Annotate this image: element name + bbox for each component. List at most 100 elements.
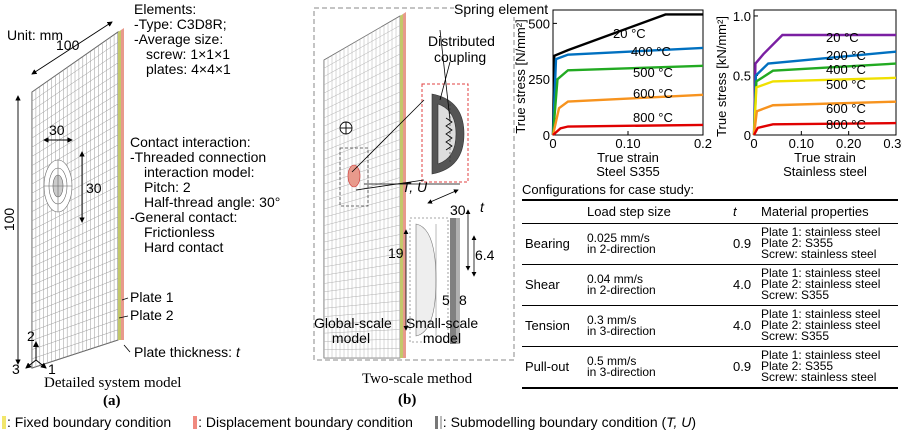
dim-t-b: t bbox=[480, 200, 484, 215]
panel-a-drawing bbox=[15, 21, 131, 369]
series-label: 600 °C bbox=[826, 101, 866, 116]
case-name: Bearing bbox=[522, 223, 584, 265]
load-step-line: 0.3 mm/s bbox=[587, 312, 637, 327]
contact-line: Pitch: 2 bbox=[144, 179, 191, 195]
legend-fixed-text: : Fixed boundary condition bbox=[7, 414, 172, 430]
dim-100-height: 100 bbox=[1, 207, 18, 232]
load-step-line: in 2-direction bbox=[587, 241, 656, 256]
panel-b-drawing bbox=[313, 7, 515, 361]
contact-line: Hard contact bbox=[144, 239, 224, 255]
y-tick-label: 500 bbox=[528, 16, 550, 31]
series-label: 400 °C bbox=[826, 62, 866, 77]
series-label: 20 °C bbox=[613, 26, 646, 41]
case-name: Pull-out bbox=[522, 346, 584, 389]
load-step-line: in 3-direction bbox=[587, 364, 656, 379]
legend-submodel-text: : Submodelling boundary condition ( bbox=[442, 414, 667, 430]
legend-submodel-var: T, U bbox=[666, 414, 692, 430]
small-scale-line: Small-scale bbox=[405, 315, 479, 331]
elements-line: -Average size: bbox=[134, 31, 224, 47]
dim-30-hole-height: 30 bbox=[86, 180, 102, 196]
small-scale-line: model bbox=[422, 330, 462, 346]
case-name: Shear bbox=[522, 264, 584, 306]
load-step-line: 0.04 mm/s bbox=[587, 271, 644, 286]
material-line: Plate 1: stainless steel bbox=[761, 225, 881, 239]
legend-fixed: : Fixed boundary condition bbox=[2, 414, 171, 430]
material-line: Screw: S355 bbox=[761, 288, 830, 302]
series-line bbox=[752, 76, 897, 136]
plate-2-label: Plate 2 bbox=[130, 307, 174, 323]
axis-2-label: 2 bbox=[27, 328, 35, 344]
x-axis-label: True strain bbox=[597, 150, 659, 165]
legend-displacement: : Displacement boundary condition bbox=[193, 414, 413, 430]
y-tick-label: 0 bbox=[744, 128, 751, 143]
plate-thickness-text: Plate thickness: bbox=[134, 344, 236, 360]
series-line bbox=[752, 33, 896, 136]
x-tick-label: 0.20 bbox=[836, 136, 861, 151]
load-step-line: 0.5 mm/s bbox=[587, 353, 637, 368]
legend-submodel: : Submodelling boundary condition (T, U) bbox=[434, 414, 696, 430]
elements-spec: Elements: -Type: C3D8R; -Average size: s… bbox=[134, 2, 231, 77]
thickness-value: 4.0 bbox=[730, 264, 758, 306]
series-label: 400 °C bbox=[631, 44, 671, 59]
y-tick-label: 0 bbox=[543, 128, 550, 143]
legend-displacement-text: : Displacement boundary condition bbox=[198, 414, 413, 430]
boundary-legend: : Fixed boundary condition : Displacemen… bbox=[2, 414, 696, 430]
x-axis-label: True strain bbox=[794, 150, 856, 165]
dim-19: 19 bbox=[388, 245, 404, 261]
displacement-swatch bbox=[193, 416, 198, 429]
y-tick-label: 250 bbox=[528, 72, 550, 87]
thickness-value: 0.9 bbox=[730, 346, 758, 389]
table-header-row: Load step size t Material properties bbox=[522, 199, 898, 224]
contact-line: interaction model: bbox=[144, 164, 255, 180]
series-label: 200 °C bbox=[826, 48, 866, 63]
distributed-label: Distributed bbox=[428, 33, 495, 49]
load-step-line: 0.025 mm/s bbox=[587, 230, 650, 245]
thickness-var: t bbox=[235, 344, 240, 360]
x-tick-label: 0.2 bbox=[694, 136, 712, 151]
x-tick-label: 0 bbox=[750, 136, 757, 151]
screw-hole-mesh bbox=[43, 159, 73, 213]
material-line: Screw: stainless steel bbox=[761, 370, 877, 384]
material-line: Plate 1: stainless steel bbox=[761, 307, 881, 321]
elements-line: Elements: bbox=[134, 1, 197, 17]
material-line: Screw: stainless steel bbox=[761, 247, 877, 261]
dim-t-var: t bbox=[480, 199, 484, 215]
small-scale-label: Small-scale model bbox=[388, 316, 496, 346]
material-line: Plate 1: stainless steel bbox=[761, 266, 881, 280]
contact-line: -General contact: bbox=[130, 209, 238, 225]
dim-30-hole-width: 30 bbox=[49, 122, 65, 138]
series-line bbox=[551, 46, 704, 136]
small-scale-model bbox=[409, 217, 460, 344]
elements-line: -Type: C3D8R; bbox=[134, 16, 227, 32]
load-step-line: in 2-direction bbox=[587, 282, 656, 297]
submodel-region bbox=[339, 147, 369, 207]
tu-var: T, U bbox=[402, 179, 428, 195]
submodel-swatch bbox=[434, 416, 438, 429]
x-axis-sublabel: Stainless steel bbox=[783, 164, 867, 179]
global-scale-line: model bbox=[331, 330, 371, 346]
y-tick-label: 1.0 bbox=[733, 9, 751, 24]
series-line bbox=[752, 100, 897, 136]
material-line: Screw: S355 bbox=[761, 329, 830, 343]
load-step-line: in 3-direction bbox=[587, 323, 656, 338]
x-tick-label: 0.30 bbox=[883, 136, 902, 151]
series-label: 500 °C bbox=[826, 77, 866, 92]
x-tick-label: 0.10 bbox=[615, 136, 640, 151]
contact-line: Frictionless bbox=[144, 224, 215, 240]
series-line bbox=[551, 64, 704, 136]
x-axis-sublabel: Steel S355 bbox=[596, 164, 660, 179]
tu-label: T, U bbox=[402, 180, 427, 195]
material-line: Plate 1: stainless steel bbox=[761, 348, 881, 362]
global-scale-label: Global-scale model bbox=[314, 316, 392, 346]
header-case bbox=[522, 199, 584, 224]
material-line: Plate 2: S355 bbox=[761, 359, 834, 373]
dim-100-width: 100 bbox=[56, 37, 80, 53]
plate-2-edge-b bbox=[400, 14, 403, 358]
config-title: Configurations for case study: bbox=[522, 182, 694, 197]
label-a: (a) bbox=[103, 393, 121, 409]
